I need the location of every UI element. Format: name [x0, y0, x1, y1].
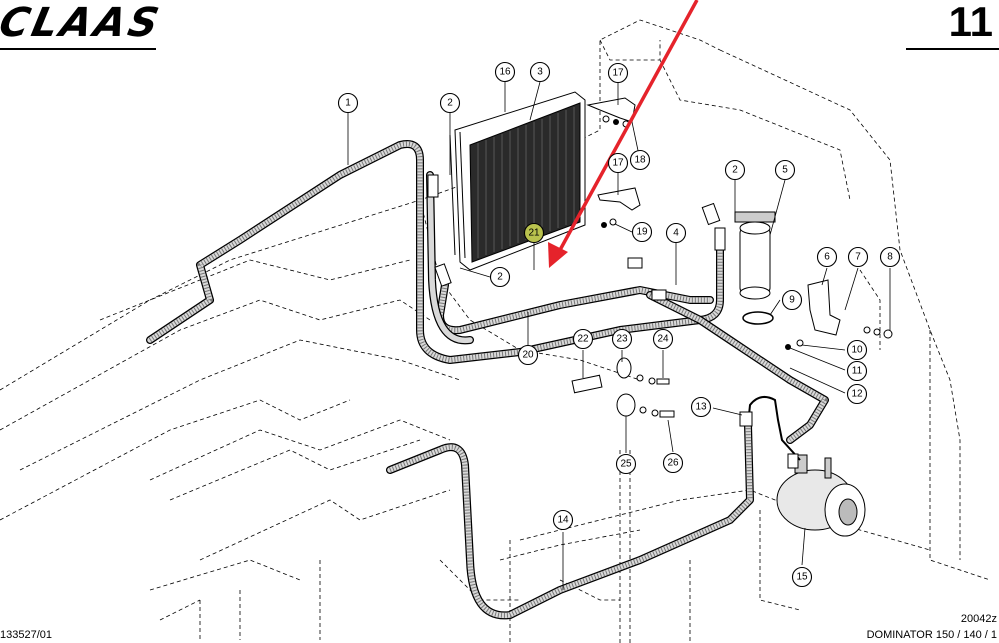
callout-9: 9	[781, 289, 803, 311]
condenser	[449, 91, 586, 271]
figure-code: 20042z	[960, 613, 997, 625]
receiver-drier	[734, 211, 776, 300]
hose-clamp	[742, 311, 774, 325]
callout-17-top: 17	[607, 62, 629, 84]
logo-underline	[0, 48, 156, 50]
callout-18: 18	[629, 149, 651, 171]
svg-text:2: 2	[497, 272, 503, 283]
svg-text:5: 5	[782, 165, 788, 176]
page-number: 11	[948, 0, 993, 45]
drawing-number: 133527/01	[0, 629, 52, 641]
svg-text:12: 12	[851, 389, 863, 400]
bracket-lower	[597, 187, 641, 211]
svg-text:2: 2	[447, 98, 453, 109]
model-designation: DOMINATOR 150 / 140 / 1	[866, 629, 997, 641]
callout-24: 24	[652, 328, 674, 350]
svg-text:21: 21	[528, 228, 540, 239]
callout-16: 16	[494, 61, 516, 83]
fittings	[427, 115, 893, 469]
svg-text:14: 14	[557, 515, 569, 526]
mounting-bracket	[807, 279, 841, 336]
callout-1: 1	[337, 92, 359, 114]
svg-text:18: 18	[634, 155, 646, 166]
svg-text:9: 9	[789, 295, 795, 306]
callout-10: 10	[846, 339, 868, 361]
callout-3: 3	[529, 61, 551, 83]
callout-5: 5	[774, 159, 796, 181]
svg-text:4: 4	[673, 228, 679, 239]
callout-20: 20	[517, 344, 539, 366]
ac-compressor	[776, 454, 866, 537]
svg-text:10: 10	[851, 345, 863, 356]
svg-text:22: 22	[577, 334, 589, 345]
svg-text:25: 25	[620, 459, 632, 470]
svg-text:16: 16	[499, 67, 511, 78]
svg-text:15: 15	[796, 572, 808, 583]
callout-4: 4	[665, 222, 687, 244]
svg-text:23: 23	[616, 334, 628, 345]
callout-13: 13	[690, 396, 712, 418]
svg-text:17: 17	[612, 158, 624, 169]
callout-22: 22	[572, 328, 594, 350]
callout-19: 19	[631, 221, 653, 243]
machine-outline	[0, 19, 991, 643]
callout-2-top: 2	[439, 92, 461, 114]
callout-14: 14	[552, 509, 574, 531]
svg-text:26: 26	[667, 458, 679, 469]
callout-2-lower: 2	[489, 266, 511, 288]
callout-17-lower: 17	[607, 152, 629, 174]
red-pointer-arrow	[548, 0, 699, 268]
svg-text:20: 20	[522, 350, 534, 361]
svg-text:24: 24	[657, 334, 669, 345]
ac-hoses	[146, 140, 829, 620]
callout-23: 23	[611, 328, 633, 350]
bracket-upper	[586, 97, 636, 123]
svg-text:8: 8	[887, 252, 893, 263]
svg-text:17: 17	[612, 68, 624, 79]
callout-26: 26	[662, 452, 684, 474]
svg-text:3: 3	[537, 67, 543, 78]
svg-text:6: 6	[824, 252, 830, 263]
callout-15: 15	[791, 566, 813, 588]
callout-12: 12	[846, 383, 868, 405]
svg-text:19: 19	[636, 227, 648, 238]
svg-text:1: 1	[345, 98, 351, 109]
svg-text:13: 13	[695, 402, 707, 413]
callout-21-highlighted: 21	[523, 222, 545, 244]
page-number-underline	[906, 48, 999, 50]
callout-7: 7	[847, 246, 869, 268]
callout-2-right: 2	[724, 159, 746, 181]
callout-25: 25	[615, 453, 637, 475]
leader-lines	[347, 81, 891, 590]
callout-8: 8	[879, 246, 901, 268]
svg-text:7: 7	[855, 252, 861, 263]
svg-text:11: 11	[852, 366, 863, 377]
callout-6: 6	[816, 246, 838, 268]
svg-text:2: 2	[732, 165, 738, 176]
callout-11: 11	[846, 360, 868, 382]
